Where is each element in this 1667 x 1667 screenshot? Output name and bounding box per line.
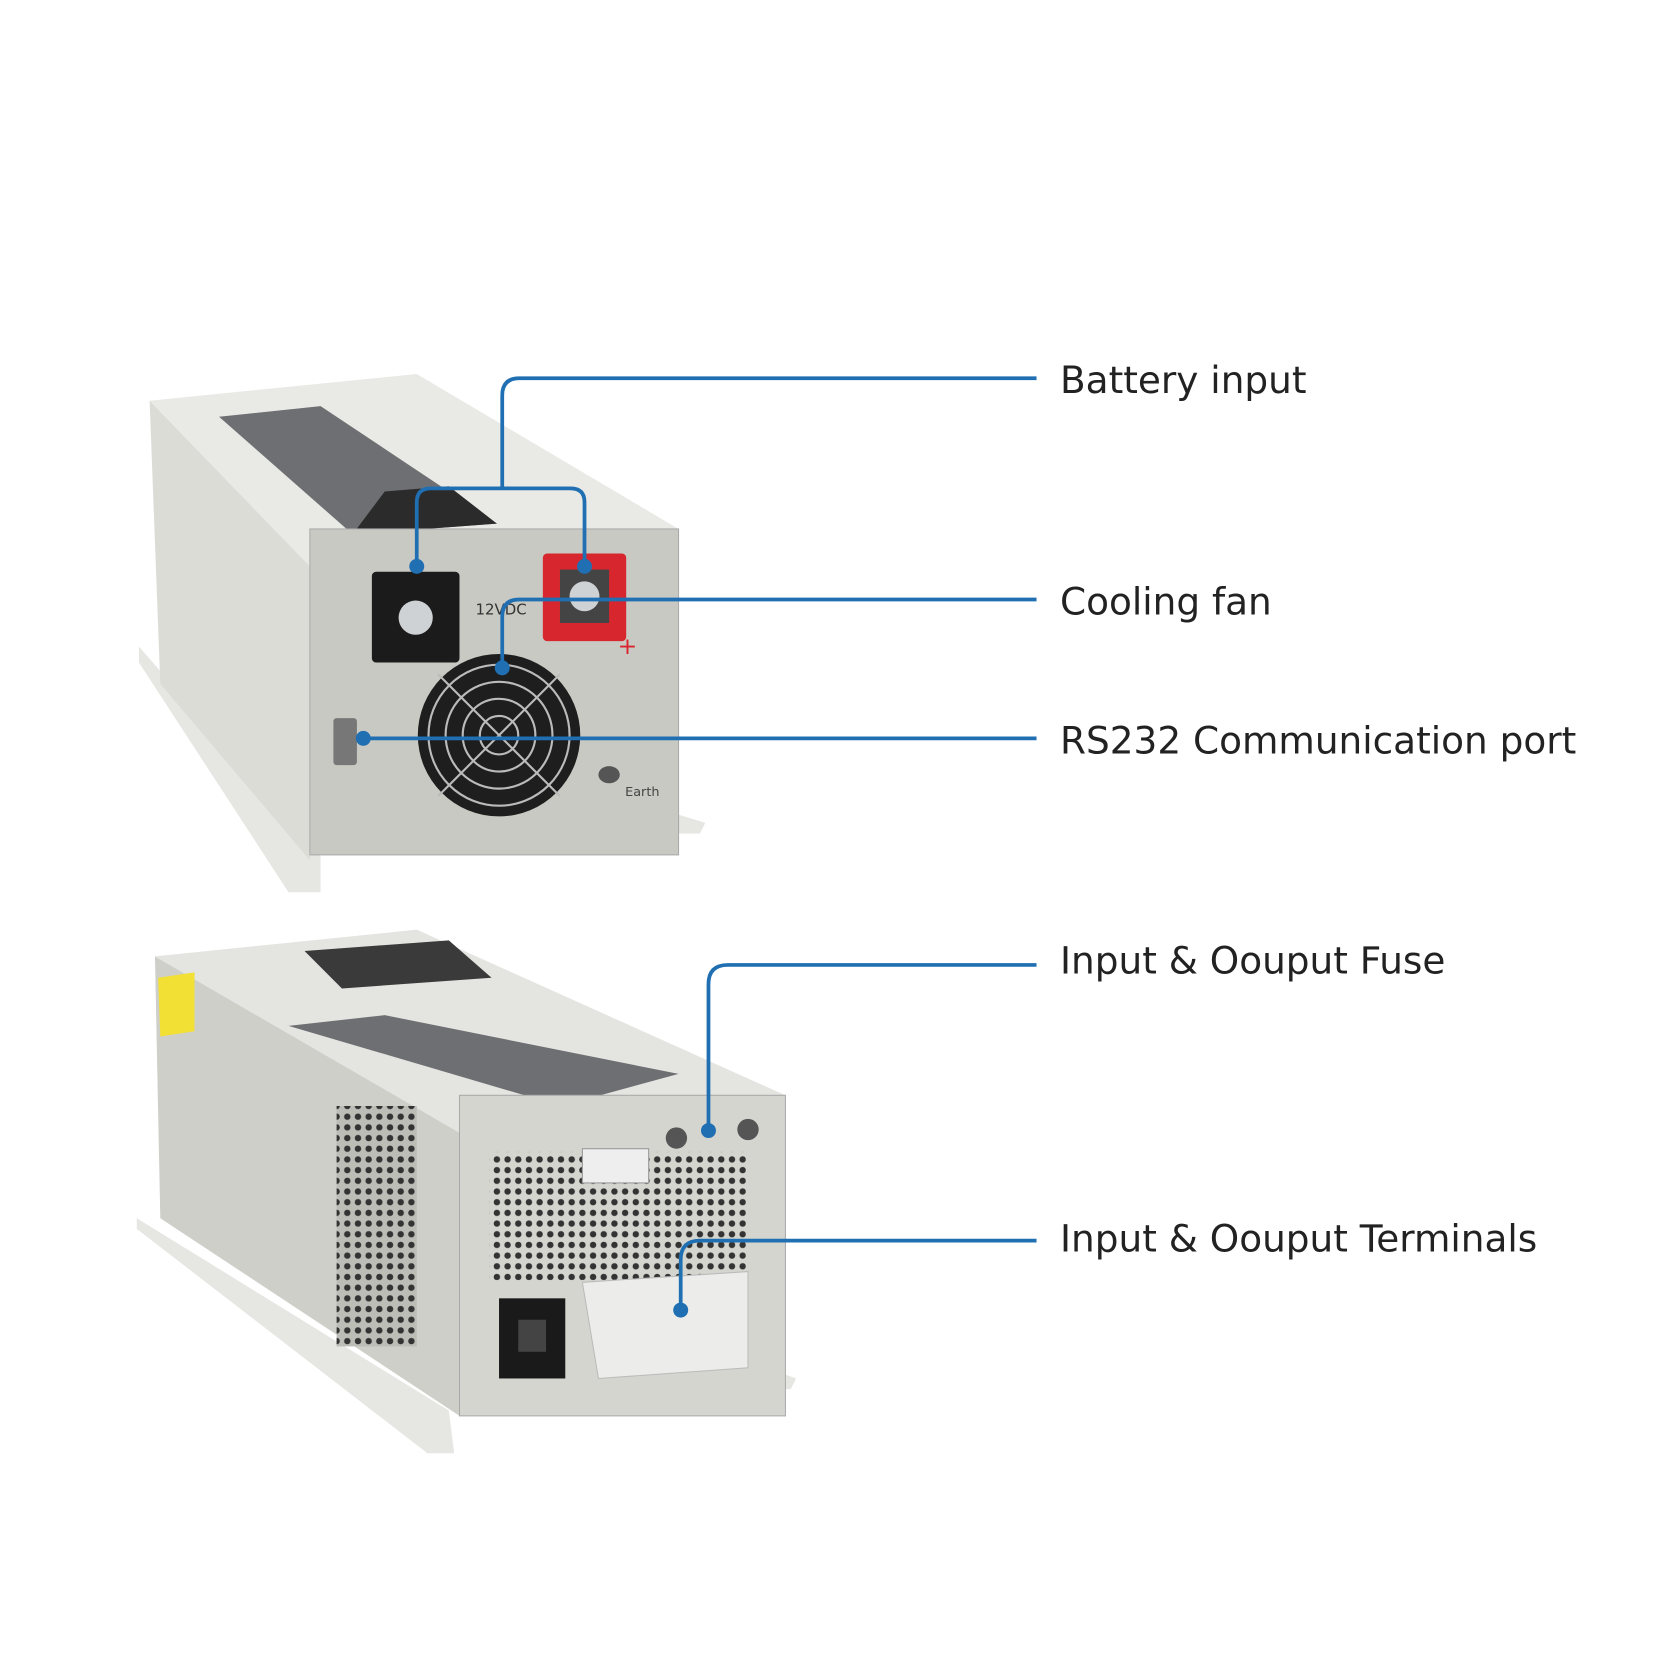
callout-fuse: Input & Oouput Fuse xyxy=(700,938,1445,1139)
svg-text:12VDC: 12VDC xyxy=(476,600,527,618)
callout-battery-input: Battery input xyxy=(409,358,1307,574)
svg-text:RS232 Communication port: RS232 Communication port xyxy=(1060,718,1576,762)
rs232-port xyxy=(333,718,357,766)
terminal-block xyxy=(581,1271,749,1380)
cooling-fan xyxy=(417,653,581,817)
svg-text:Battery input: Battery input xyxy=(1060,358,1306,402)
svg-text:Input & Oouput Terminals: Input & Oouput Terminals xyxy=(1060,1216,1537,1260)
callout-terminals: Input & Oouput Terminals xyxy=(673,1216,1537,1318)
callout-rs232-port: RS232 Communication port xyxy=(355,718,1576,762)
svg-text:Input & Oouput Fuse: Input & Oouput Fuse xyxy=(1060,938,1445,982)
output-fuse xyxy=(737,1118,759,1141)
svg-text:+: + xyxy=(618,632,638,660)
svg-text:Cooling fan: Cooling fan xyxy=(1060,579,1272,623)
svg-text:Earth: Earth xyxy=(625,785,659,800)
inverter-rear-view xyxy=(136,929,797,1454)
callout-cooling-fan: Cooling fan xyxy=(494,579,1272,676)
inverter-front-view: 12VDC + Earth xyxy=(138,374,706,893)
input-fuse xyxy=(665,1127,688,1149)
